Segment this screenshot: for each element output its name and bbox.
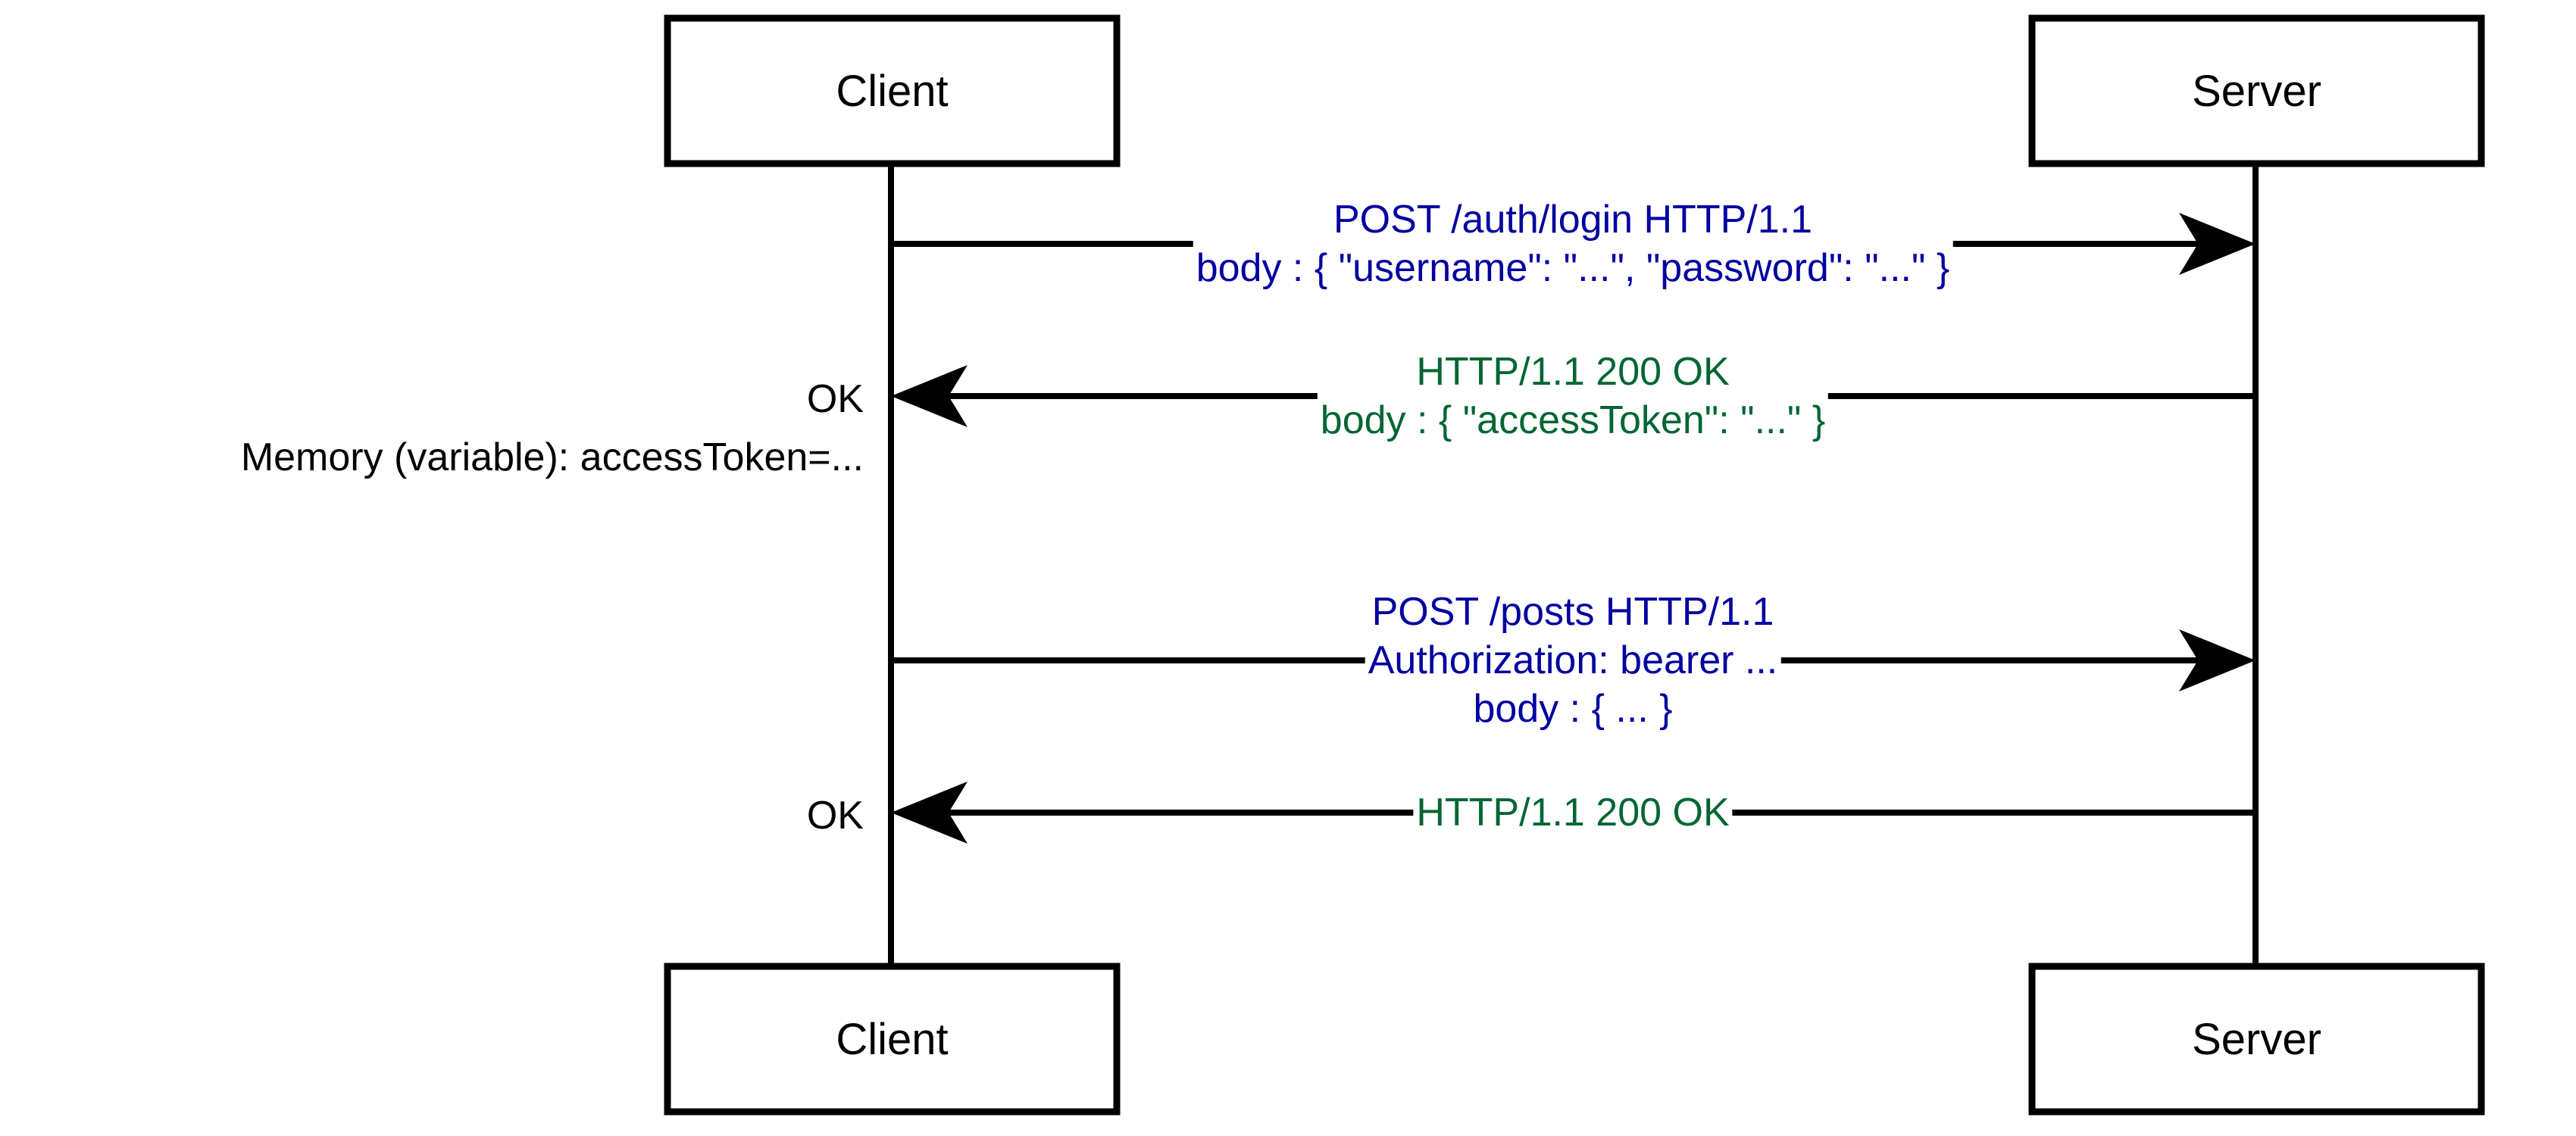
participant-label-client-top: Client [836,66,949,116]
participant-box-server-top[interactable] [2028,14,2485,167]
message-label-1-line-2: body : { "username": "...", "password": … [1193,244,1953,292]
arrow-head-right-1 [2179,213,2256,275]
participant-label-client-bottom: Client [836,1014,949,1064]
side-note-ok-1: OK [806,377,864,421]
message-label-2-line-2: body : { "accessToken": "..." } [1317,396,1829,445]
arrow-head-left-4 [891,782,968,844]
participant-box-client-bottom[interactable] [664,963,1121,1116]
message-label-2: HTTP/1.1 200 OK body : { "accessToken": … [1317,348,1829,445]
arrow-head-left-2 [891,365,968,427]
message-label-3: POST /posts HTTP/1.1 Authorization: bear… [1365,588,1781,733]
message-label-1: POST /auth/login HTTP/1.1 body : { "user… [1193,195,1953,292]
message-label-3-line-2: Authorization: bearer ... [1365,636,1781,685]
message-label-4-line-1: HTTP/1.1 200 OK [1413,788,1733,837]
participant-label-server-bottom: Server [2192,1014,2321,1064]
side-note-ok-2: OK [806,794,864,838]
arrow-head-right-3 [2179,629,2256,691]
message-label-3-line-1: POST /posts HTTP/1.1 [1365,588,1781,636]
side-note-memory: Memory (variable): accessToken=... [240,435,864,479]
message-label-1-line-1: POST /auth/login HTTP/1.1 [1193,195,1953,244]
message-label-3-line-3: body : { ... } [1365,685,1781,733]
participant-box-server-bottom[interactable] [2028,963,2485,1116]
message-label-4: HTTP/1.1 200 OK [1413,788,1733,837]
participant-label-server-top: Server [2192,66,2321,116]
message-label-2-line-1: HTTP/1.1 200 OK [1317,348,1829,396]
participant-box-client-top[interactable] [664,14,1121,167]
